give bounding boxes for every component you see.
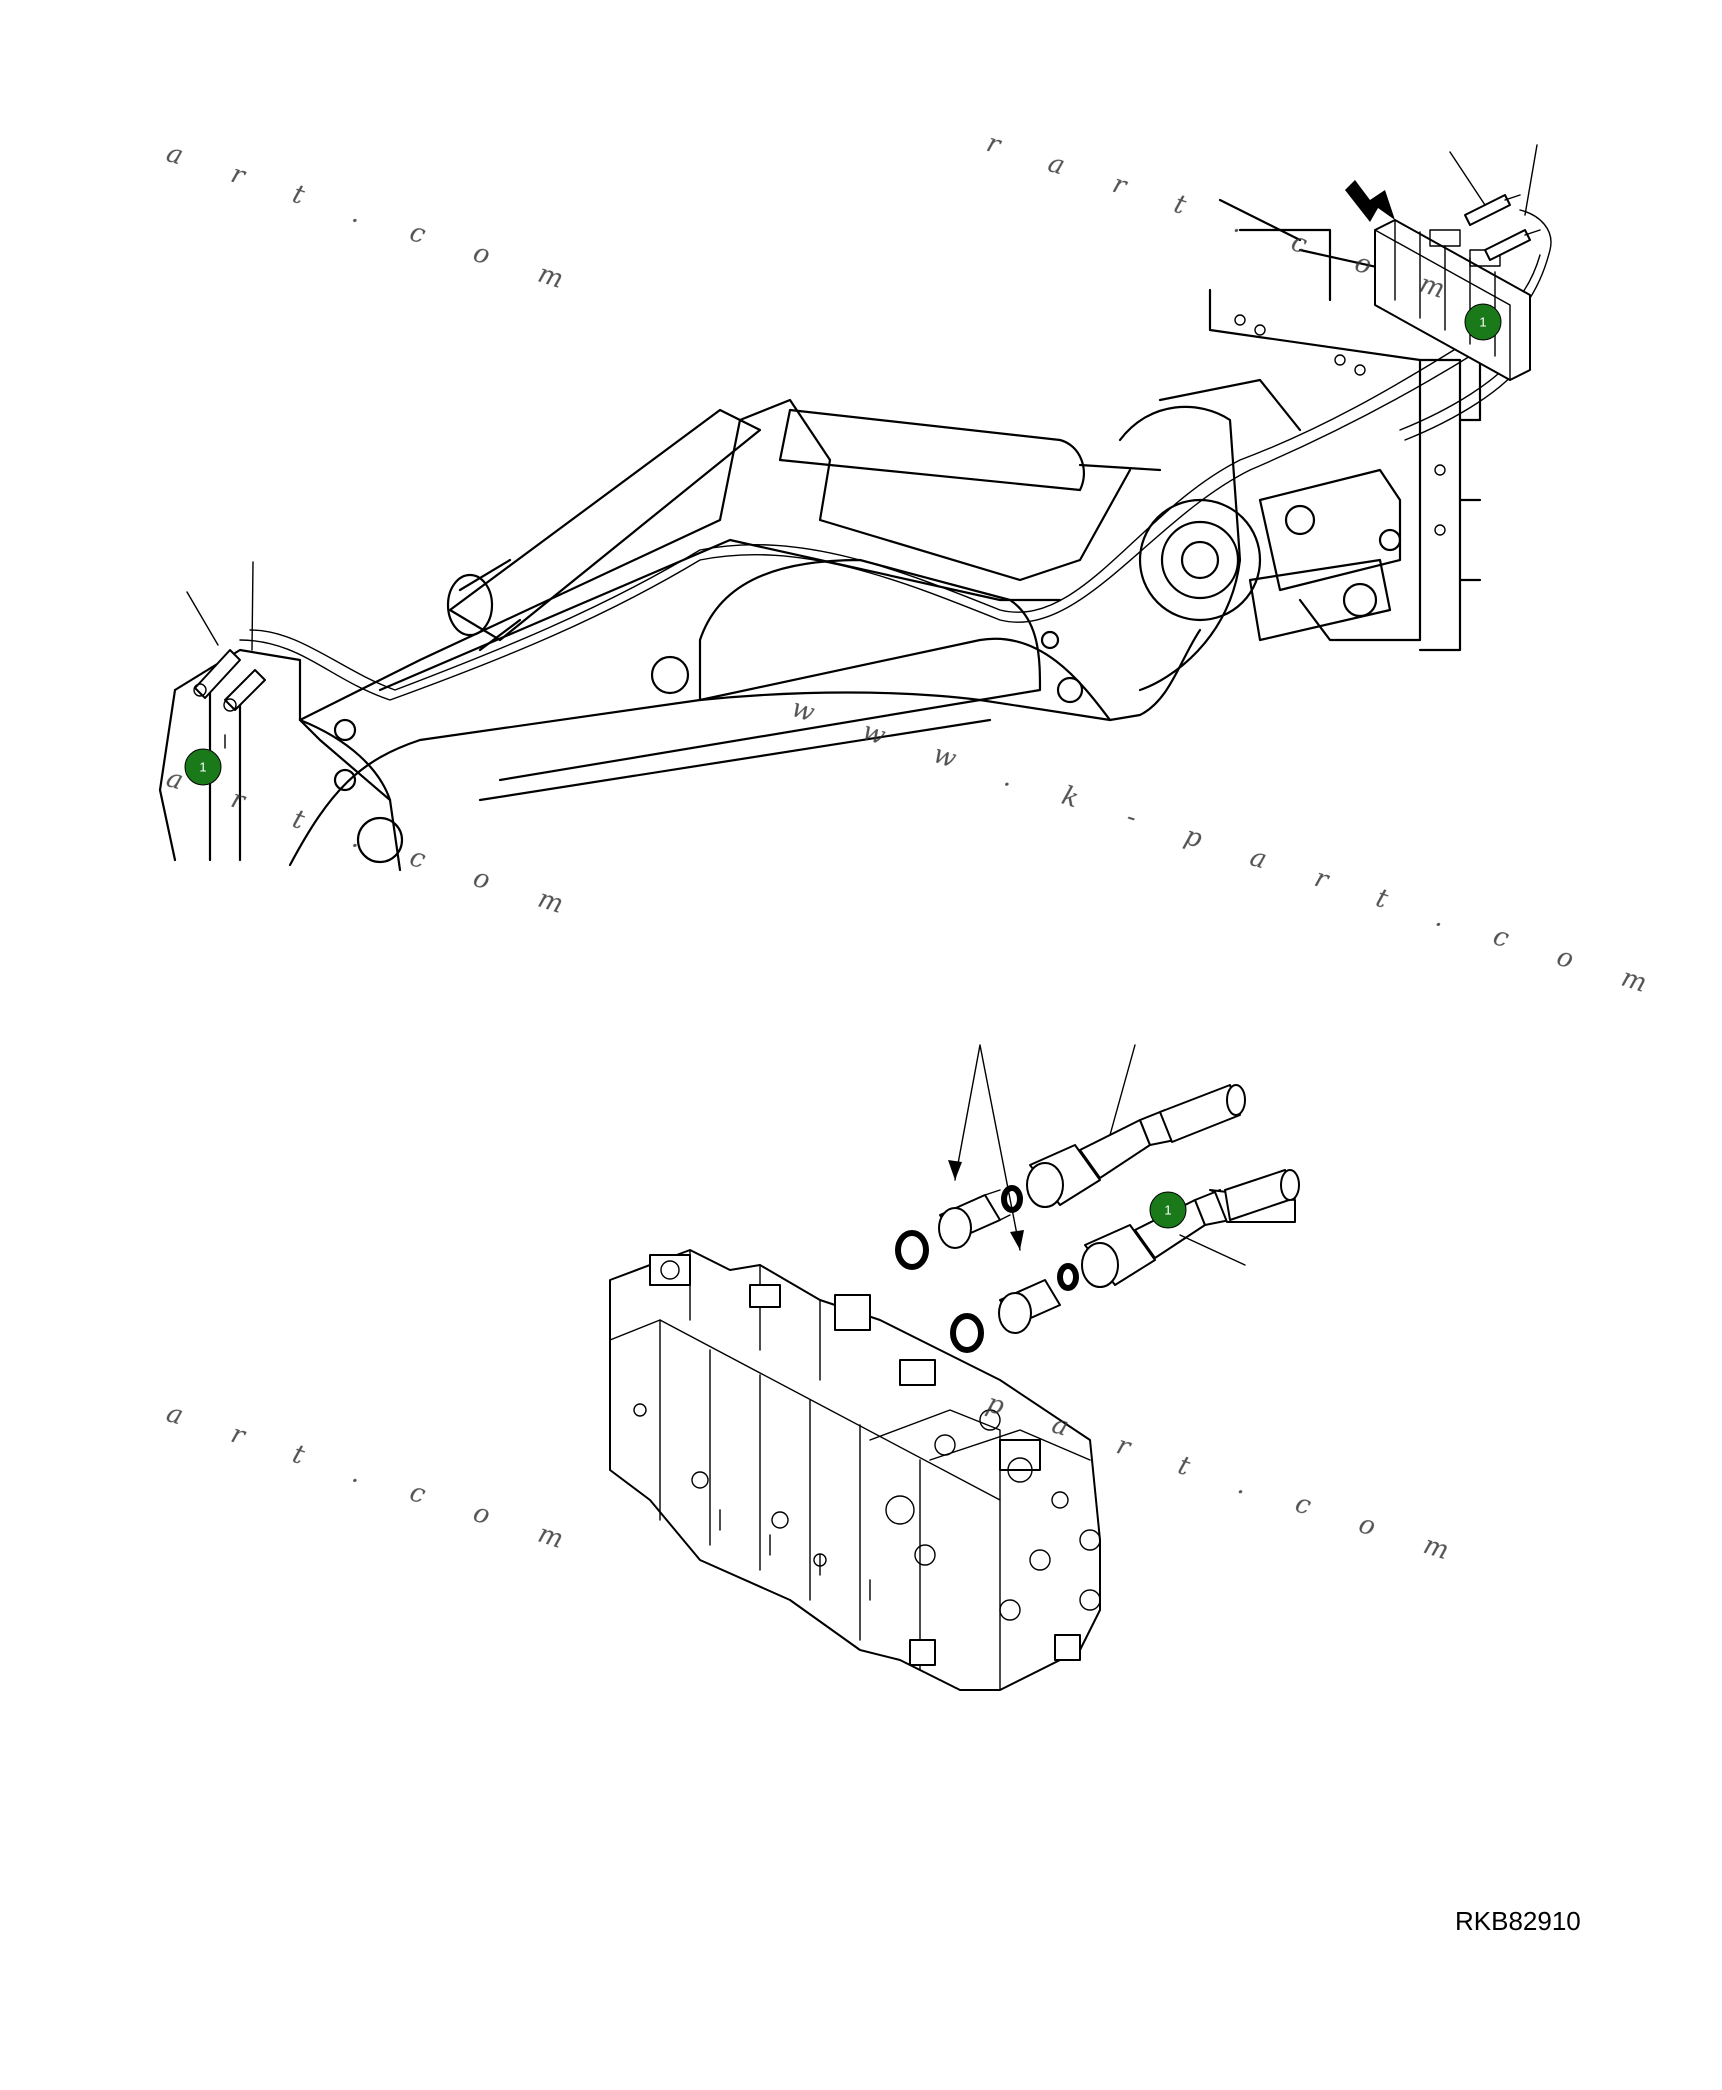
oring-upper-large bbox=[895, 1230, 929, 1270]
watermark-text: a r t . c o m bbox=[163, 1398, 588, 1562]
callout-marker[interactable]: 1 bbox=[184, 748, 222, 786]
adapter-lower bbox=[998, 1279, 1061, 1334]
svg-text:1: 1 bbox=[1164, 1203, 1171, 1218]
svg-text:1: 1 bbox=[1479, 315, 1486, 330]
callout-marker[interactable]: 1 bbox=[1464, 303, 1502, 341]
direction-arrow bbox=[1345, 180, 1395, 222]
adapter-upper bbox=[938, 1189, 1011, 1249]
watermark-text: w w w . k - p a r t . c o m bbox=[788, 693, 1671, 1006]
watermark-text: a r t . c o m bbox=[163, 138, 588, 302]
oring-lower-small bbox=[1057, 1263, 1079, 1291]
oring-lower-large bbox=[950, 1313, 984, 1353]
hose-end-upper bbox=[1026, 1084, 1246, 1208]
callout-marker[interactable]: 1 bbox=[1149, 1191, 1187, 1229]
hose-end-lower bbox=[1081, 1169, 1300, 1288]
svg-text:1: 1 bbox=[199, 760, 206, 775]
control-valve-detail-drawing bbox=[609, 1044, 1300, 1691]
drawing-code: RKB82910 bbox=[1455, 1906, 1581, 1936]
hose-fittings-left bbox=[193, 649, 266, 749]
hose-fittings-top-right bbox=[1464, 194, 1541, 261]
